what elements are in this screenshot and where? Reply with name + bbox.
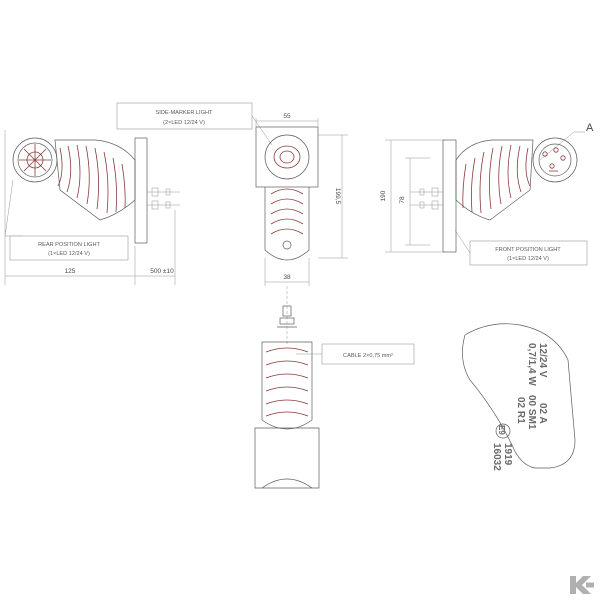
- dim-190: 190: [380, 190, 387, 201]
- bottom-base: [254, 427, 320, 489]
- bottom-arm-body: [261, 341, 313, 430]
- emb-e-mark-circle: [495, 423, 511, 439]
- bottom-view: CABLE 2×0,75 mm²: [254, 286, 415, 489]
- dim-78: 78: [399, 196, 406, 204]
- right-arm-body: [455, 139, 534, 221]
- center-lens-inner: [279, 150, 295, 164]
- emb-e-mark: E9: [497, 425, 506, 435]
- emb-02a: 02 A: [537, 403, 548, 424]
- embossed-text: 12/24 V 0,7/1,4 W 02 A 00 SM1 02 R1 E9 1…: [491, 343, 548, 471]
- left-arm-body: [54, 139, 136, 221]
- emb-r1: 02 R1: [515, 397, 526, 424]
- left-arm-ribs: [57, 144, 126, 214]
- emb-1919: 1919: [502, 443, 513, 466]
- dim-125: 125: [65, 268, 76, 275]
- dim-500: 500 ±10: [150, 268, 174, 275]
- left-bolts: [147, 187, 180, 210]
- left-lens-inner: [17, 142, 53, 178]
- emb-16032: 16032: [491, 443, 502, 471]
- emb-voltage: 12/24 V: [537, 343, 548, 378]
- emb-sm1: 00 SM1: [526, 395, 537, 430]
- cable-label: CABLE 2×0,75 mm²: [343, 353, 393, 359]
- side-marker-spec: (2×LED 12/24 V): [163, 120, 205, 126]
- right-lens-pattern: [542, 147, 566, 172]
- rear-spec: (1×LED 12/24 V): [48, 251, 90, 257]
- front-spec: (1×LED 12/24 V): [507, 256, 549, 262]
- brand-logo: [570, 576, 594, 594]
- dim-38: 38: [283, 274, 291, 281]
- center-view: SIDE-MARKER LIGHT (2×LED 12/24 V) 55 199…: [116, 102, 348, 286]
- side-marker-label-box: [116, 102, 253, 130]
- dim-55: 55: [283, 113, 291, 120]
- center-screw: [282, 240, 292, 250]
- emb-wattage: 0,7/1,4 W: [526, 343, 537, 386]
- front-title: FRONT POSITION LIGHT: [495, 247, 561, 253]
- plate-outline: [462, 323, 576, 469]
- center-head-circle: [264, 134, 310, 180]
- side-marker-title: SIDE-MARKER LIGHT: [156, 110, 213, 116]
- bottom-arm-ribs: [265, 347, 309, 417]
- right-mount-plate: [442, 139, 457, 253]
- front-callout-leader: [454, 229, 471, 254]
- dim-1995: 199,5: [334, 188, 341, 205]
- cable-connector: [277, 305, 297, 328]
- right-lens-outer: [532, 137, 578, 183]
- side-marker-leader: [251, 115, 273, 146]
- left-lens-pattern: [19, 144, 51, 176]
- center-lens-oval: [273, 145, 301, 169]
- right-bolts: [410, 187, 443, 210]
- center-arm-ribs: [270, 188, 304, 235]
- section-leader: [539, 131, 575, 161]
- right-view: A 190 78 FRONT POSITION LI: [380, 122, 594, 266]
- right-lens-inner: [538, 143, 572, 177]
- left-view: 125 500 ±10 REAR POSITION LIGHT (1×LED 1…: [4, 130, 180, 285]
- front-label-box: [469, 240, 588, 266]
- center-head-frame: [255, 126, 319, 188]
- embossed-plate: 12/24 V 0,7/1,4 W 02 A 00 SM1 02 R1 E9 1…: [462, 323, 576, 471]
- left-mount-plate: [134, 137, 148, 244]
- rear-title: REAR POSITION LIGHT: [38, 242, 100, 248]
- bottom-base-arc: [261, 478, 313, 489]
- center-arm: [264, 187, 310, 261]
- section-mark: A: [586, 122, 594, 134]
- rear-label-box: [9, 235, 129, 261]
- right-arm-ribs: [462, 144, 531, 214]
- rear-callout-leader: [4, 179, 22, 237]
